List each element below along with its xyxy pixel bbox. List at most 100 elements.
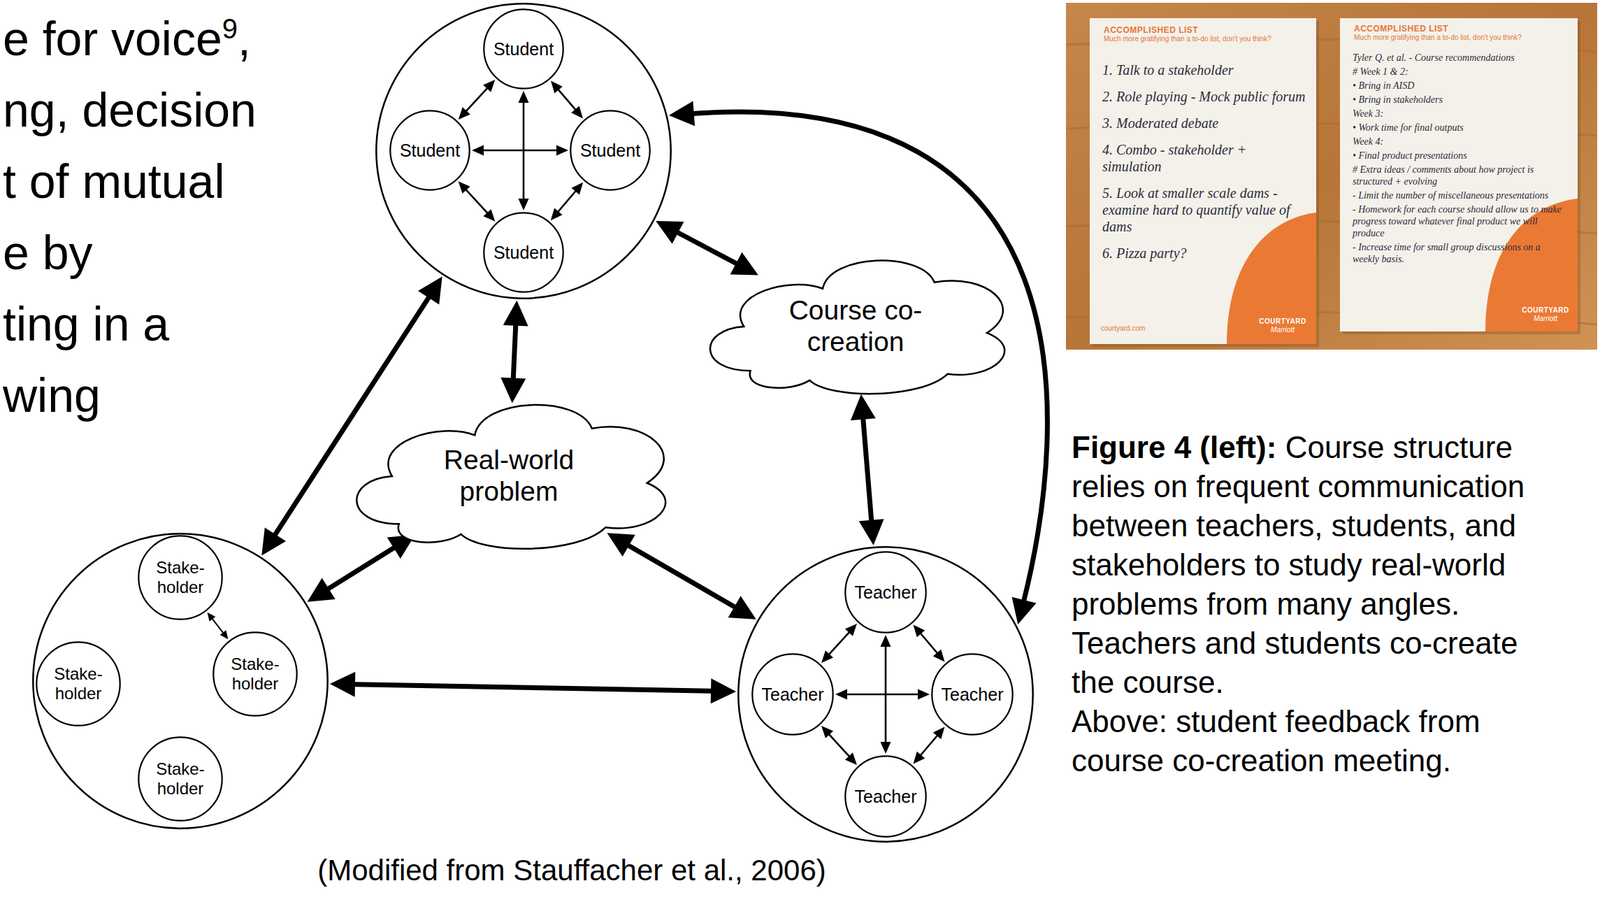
handwritten-item: • Final product presentations (1352, 149, 1570, 162)
connector-line (351, 684, 716, 692)
circle-label: Student (493, 242, 554, 263)
arrow-head (500, 377, 526, 404)
sheet-footer: courtyard.com (1100, 324, 1145, 333)
connector-line (828, 733, 850, 758)
node-label-area: Teacher (931, 652, 1014, 736)
circle-shape (570, 110, 650, 190)
stakeholder-circle: Stake- holder (137, 736, 223, 822)
connector-line (464, 188, 488, 214)
node-label-area: Student (389, 109, 471, 191)
cropped-body-text: t of mutual (2, 145, 257, 217)
handwritten-list: 1. Talk to a stakeholder 2. Role playing … (1102, 61, 1307, 262)
connector-line (674, 230, 740, 265)
student-group-circle: StudentStudentStudentStudent (375, 2, 672, 300)
arrow-head (912, 624, 925, 637)
node-label-area: Stake- holder (35, 640, 121, 727)
logo-text: Marriott (1514, 314, 1577, 323)
handwritten-item: 2. Role playing - Mock public forum (1102, 88, 1307, 105)
arrow-head (550, 81, 563, 94)
arrow-head (1012, 596, 1037, 625)
handwritten-item: 1. Talk to a stakeholder (1102, 61, 1307, 79)
circle-label: Teacher (941, 684, 1004, 705)
student-circle: Student (569, 109, 651, 191)
teacher-circle: Teacher (931, 652, 1014, 736)
source-note: (Modified from Stauffacher et al., 2006) (292, 852, 852, 888)
arrow-head (845, 623, 857, 637)
connector-line (557, 88, 576, 112)
cropped-body-text: , (237, 11, 251, 66)
node-label-area: Teacher (751, 652, 834, 736)
circle-label: Stake- holder (150, 759, 210, 798)
connector-line (513, 321, 516, 382)
circle-label: Student (580, 140, 641, 161)
cloud-label: Course co- creation (780, 294, 932, 358)
arrow-head (307, 577, 336, 602)
arrow-head (607, 532, 636, 557)
arrow-head (821, 650, 834, 663)
arrow-head (835, 689, 848, 700)
connector-line (557, 190, 577, 214)
handwritten-item: - Homework for each course should allow … (1352, 203, 1570, 240)
circle-label: Teacher (854, 582, 918, 603)
connector-arrow (821, 725, 857, 765)
cropped-body-text: e for voice (2, 11, 223, 66)
connector-arrow (458, 79, 496, 120)
arrow-head (503, 300, 529, 327)
figure-caption: Figure 4 (left):Course structure relies … (1071, 427, 1554, 781)
teacher-circle: Teacher (844, 754, 927, 838)
handwritten-item: • Bring in stakeholders (1352, 93, 1570, 106)
arrow-head (571, 182, 583, 196)
student-circle: Student (483, 8, 565, 90)
arrow-head (668, 100, 695, 126)
circle-label: Student (399, 140, 460, 161)
circle-label: Teacher (854, 786, 918, 807)
cloud-label: Real-world problem (434, 444, 585, 508)
handwritten-item: - Limit the number of miscellaneous pres… (1352, 189, 1570, 202)
arrow-head (329, 671, 356, 697)
arrow-head (880, 741, 892, 754)
problem-cloud: Real-world problem (336, 390, 682, 562)
circle-shape (138, 736, 222, 820)
arrow-head (933, 726, 946, 739)
circle-label: Student (493, 39, 554, 60)
stakeholder-group-circle: Stake- holderStake- holderStake- holderS… (32, 532, 329, 830)
connector-line (465, 87, 489, 113)
course-cloud: Course co- creation (691, 247, 1020, 406)
sheet-title: ACCOMPLISHED LIST (1103, 25, 1307, 35)
connector-arrow (912, 624, 945, 662)
connector-arrow (850, 394, 885, 546)
connector-arrow (835, 689, 930, 700)
handwritten-list: Tyler Q. et al. - Course recommendations… (1352, 51, 1570, 265)
circle-shape (138, 535, 222, 619)
caption-body: Course structure relies on frequent comm… (1071, 429, 1525, 699)
citation-superscript: 9 (222, 13, 238, 45)
connector-arrow (207, 612, 229, 639)
arrow-head (655, 220, 684, 244)
arrow-head (471, 145, 484, 156)
connector-line (828, 631, 850, 655)
circle-label: Teacher (761, 684, 825, 705)
node-label-area: Course co- creation (691, 247, 1020, 406)
node-label-area: Teacher (844, 754, 927, 838)
handwritten-item: • Bring in AISD (1352, 79, 1570, 92)
teacher-circle: Teacher (844, 550, 927, 634)
connector-arrow (912, 726, 945, 764)
handwritten-item: 6. Pizza party? (1102, 244, 1307, 262)
connector-arrow (471, 145, 569, 156)
sheet-header: ACCOMPLISHED LISTMuch more gratifying th… (1353, 23, 1564, 42)
sheet-header: ACCOMPLISHED LISTMuch more gratifying th… (1103, 25, 1307, 43)
arrow-head (933, 649, 946, 662)
cropped-text-block: e for voice9, ng, decisiont of mutuale b… (2, 2, 257, 431)
arrow-head (845, 752, 857, 765)
node-label-area: Student (483, 211, 565, 293)
cropped-body-text: e by (2, 216, 257, 288)
arrow-head (859, 518, 885, 545)
handwritten-item: # Week 1 & 2: (1352, 65, 1570, 78)
sheet-subtitle: Much more gratifying than a to-do list, … (1353, 33, 1564, 42)
arrow-head (550, 207, 563, 221)
connector-arrow (458, 181, 496, 222)
circle-shape (36, 641, 120, 725)
logo-text: Marriott (1251, 325, 1314, 335)
circle-shape (390, 110, 470, 190)
circle-shape (376, 3, 671, 298)
